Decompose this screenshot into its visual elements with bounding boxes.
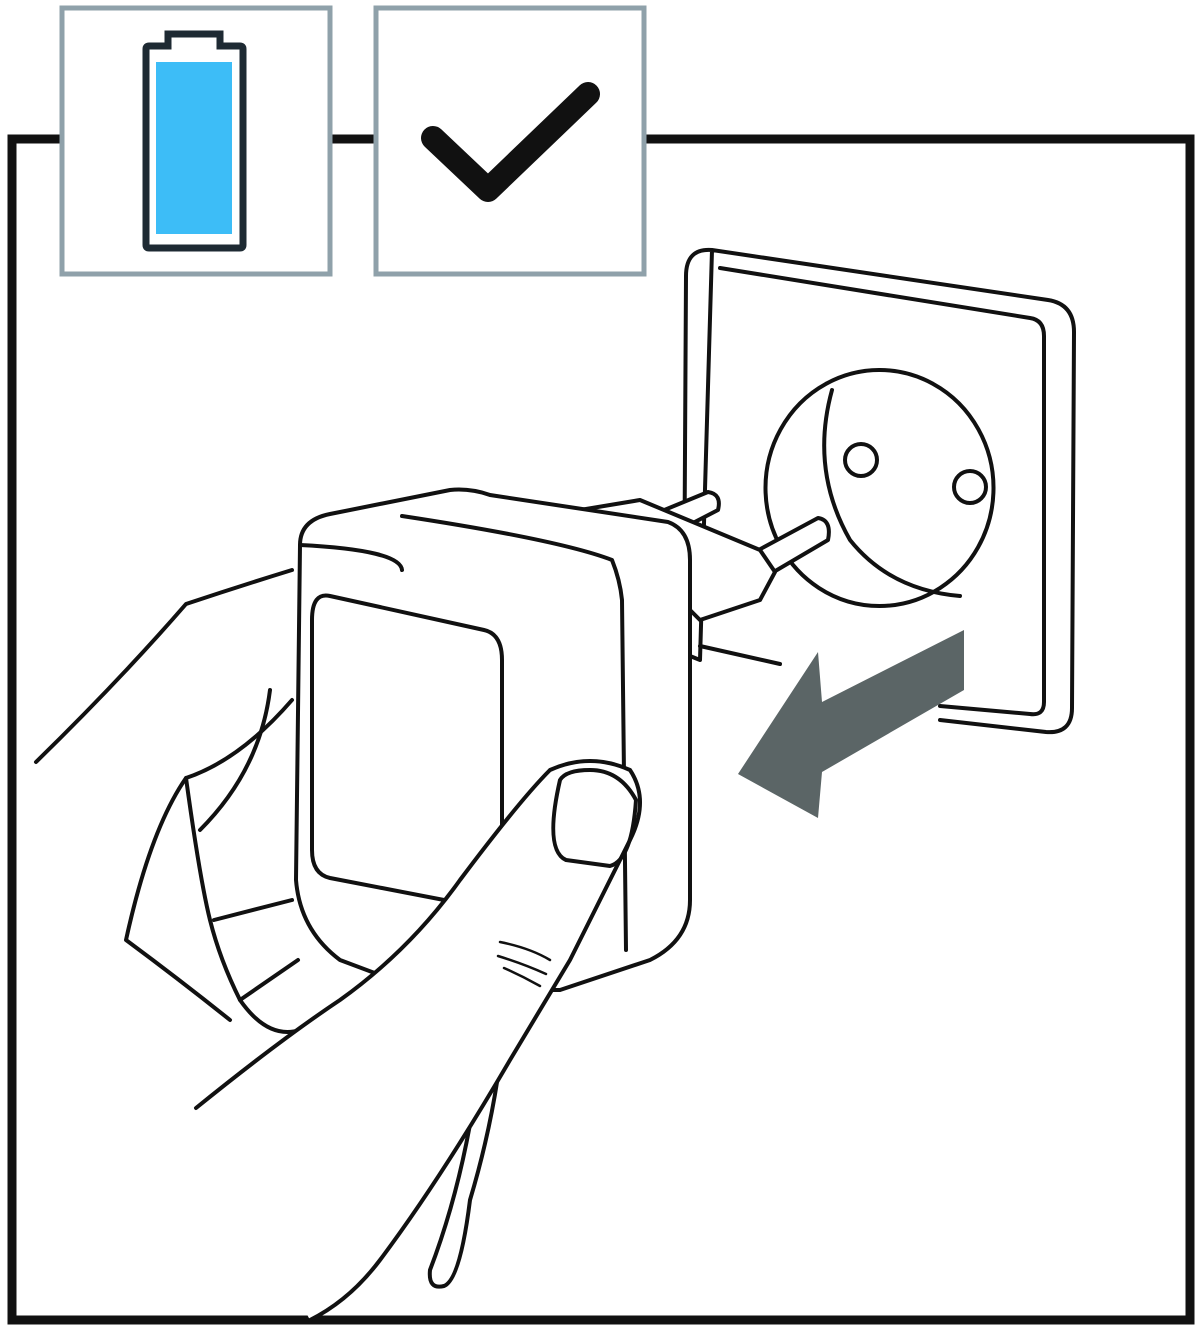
- wall-socket: [682, 247, 1076, 735]
- battery-status-box: [59, 5, 333, 277]
- success-status-box: [373, 5, 647, 277]
- unplug-direction-arrow: [738, 630, 964, 818]
- hand: [34, 568, 642, 1322]
- checkmark-icon: [421, 82, 600, 202]
- socket-hole: [952, 469, 988, 505]
- socket-hole: [843, 442, 879, 478]
- battery-full-icon: [142, 30, 247, 252]
